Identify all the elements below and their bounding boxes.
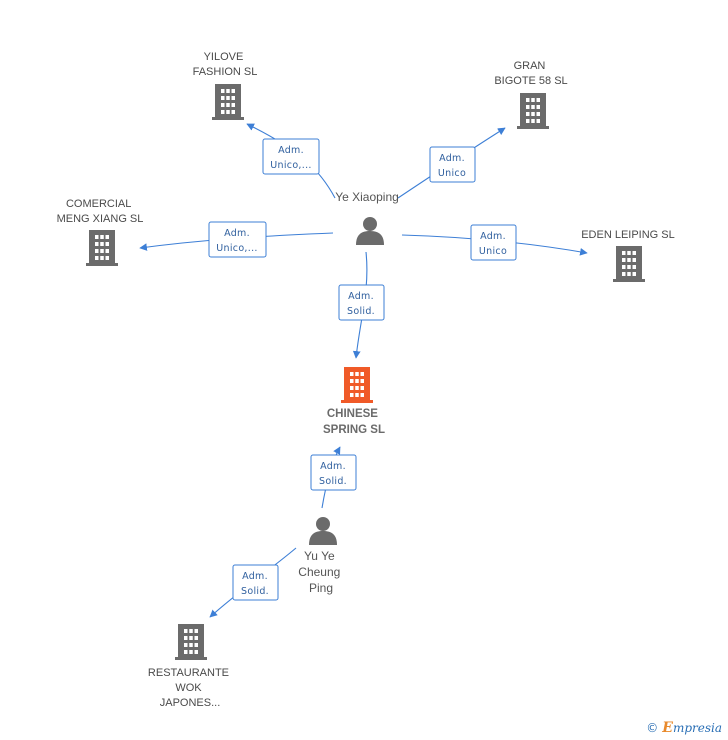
label-chinese-spring[interactable]: CHINESE SPRING SL (323, 408, 385, 436)
label-gran-bigote[interactable]: GRAN BIGOTE 58 SL (494, 60, 567, 87)
svg-text:Adm.Unico: Adm.Unico (479, 231, 507, 257)
building-icon-yilove[interactable] (212, 84, 244, 120)
building-icon-restaurante[interactable] (175, 624, 207, 660)
building-icon-comercial[interactable] (86, 230, 118, 266)
svg-text:Adm.Unico: Adm.Unico (438, 153, 466, 179)
footer-brand[interactable]: ©Empresia (646, 720, 722, 736)
brand-initial: E (662, 720, 673, 736)
svg-text:Adm.Solid.: Adm.Solid. (319, 461, 347, 487)
label-ye-xiaoping[interactable]: Ye Xiaoping (335, 190, 399, 204)
role-box-comercial[interactable]: Adm.Unico,... (208, 221, 267, 258)
svg-text:Adm.Solid.: Adm.Solid. (347, 291, 375, 317)
person-icon-ye-xiaoping[interactable] (356, 217, 384, 245)
role-box-gran-bigote[interactable]: Adm.Unico (429, 146, 476, 183)
building-icon-chinese-spring[interactable] (341, 367, 373, 403)
copyright-symbol: © (646, 721, 659, 735)
label-eden[interactable]: EDEN LEIPING SL (581, 229, 675, 241)
role-box-eden[interactable]: Adm.Unico (470, 224, 517, 261)
role-box-yilove[interactable]: Adm.Unico,... (262, 138, 320, 175)
label-yilove[interactable]: YILOVE FASHION SL (193, 51, 258, 78)
svg-text:Adm.Solid.: Adm.Solid. (241, 571, 269, 597)
role-box-ye-center[interactable]: Adm.Solid. (338, 284, 385, 321)
person-icon-yu-ye-cheung-ping[interactable] (309, 517, 337, 545)
label-comercial[interactable]: COMERCIAL MENG XIANG SL (57, 198, 144, 225)
building-icon-gran-bigote[interactable] (517, 93, 549, 129)
label-restaurante[interactable]: RESTAURANTE WOK JAPONES... (148, 667, 232, 709)
building-icon-eden[interactable] (613, 246, 645, 282)
role-box-yu-restaurante[interactable]: Adm.Solid. (232, 564, 279, 601)
role-box-yu-center[interactable]: Adm.Solid. (310, 454, 357, 491)
brand-name: mpresia (672, 721, 722, 735)
label-yu-ye-cheung-ping[interactable]: Yu Ye Cheung Ping (298, 549, 343, 595)
svg-text:Adm.Unico,...: Adm.Unico,... (216, 228, 257, 254)
svg-text:Adm.Unico,...: Adm.Unico,... (270, 145, 311, 171)
